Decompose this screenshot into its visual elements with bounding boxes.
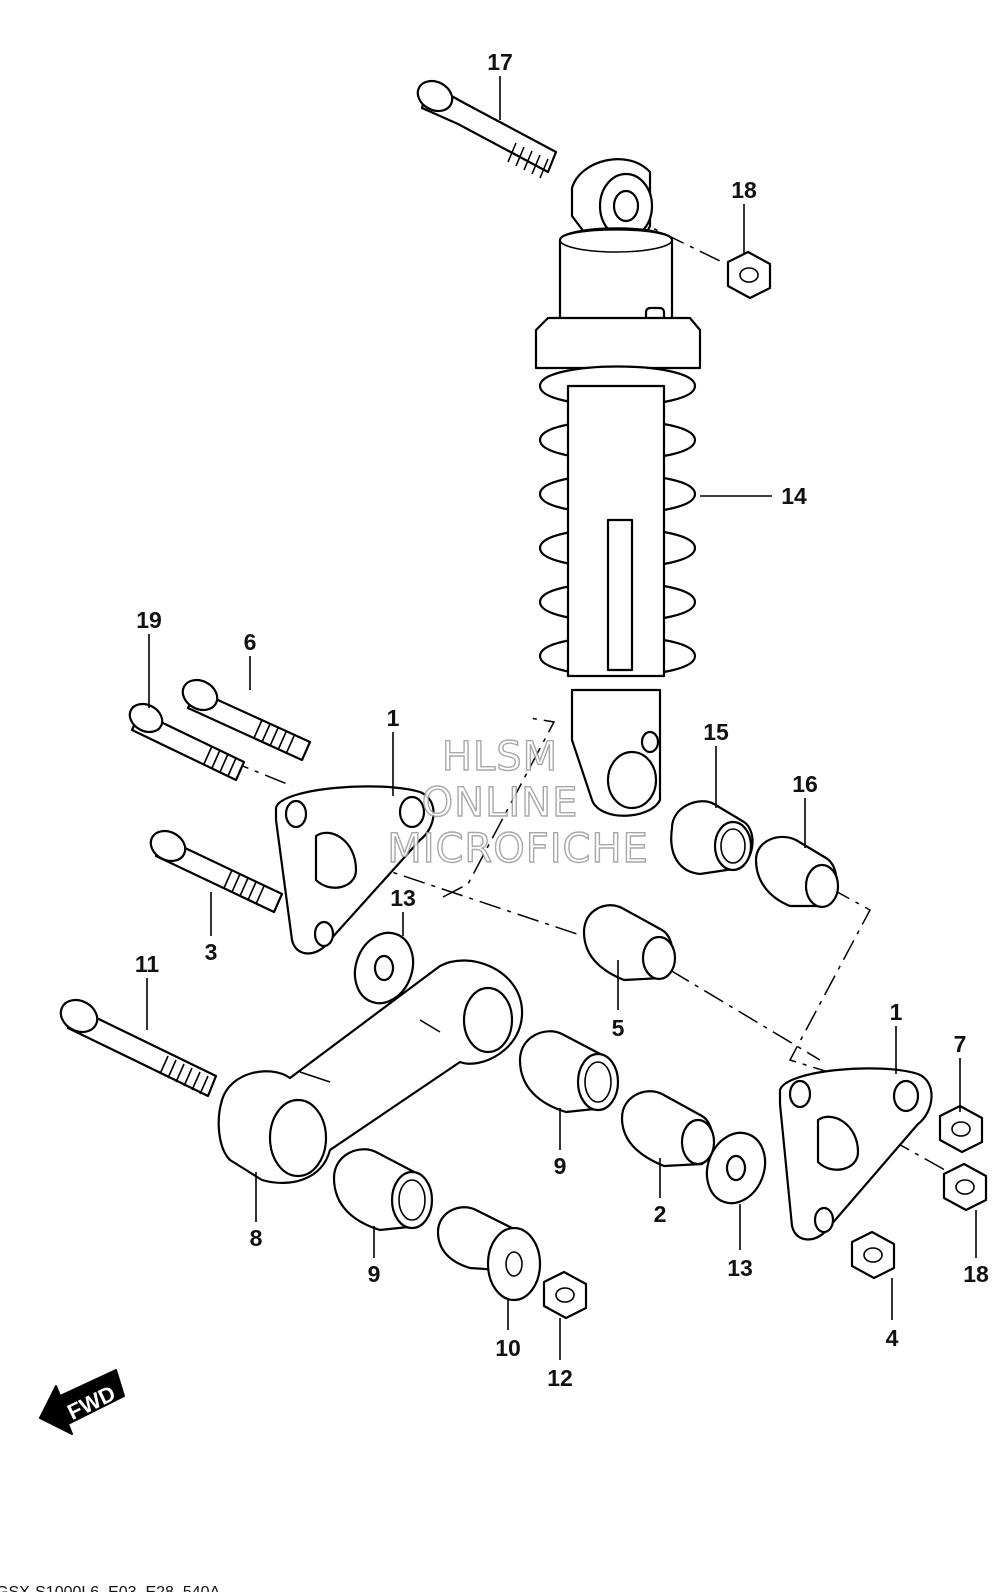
callout-leaders: [146, 76, 977, 1360]
callout-1-right: 1: [890, 999, 903, 1025]
callout-6: 6: [244, 629, 257, 655]
callout-17: 17: [487, 49, 513, 75]
part-12-nut: [542, 1270, 588, 1320]
callout-15: 15: [703, 719, 729, 745]
callout-2: 2: [654, 1201, 667, 1227]
callout-10: 10: [495, 1335, 521, 1361]
callout-12: 12: [547, 1365, 573, 1391]
callout-5: 5: [612, 1015, 625, 1041]
part-1-bracket-left: [274, 785, 435, 955]
part-9-bearing-upper: [518, 1030, 620, 1114]
watermark: HLSM ONLINE MICROFICHE: [386, 733, 649, 872]
part-15-bearing: [670, 800, 754, 876]
callout-11: 11: [135, 951, 160, 977]
part-8-link-rod: [217, 959, 524, 1184]
callout-18-top: 18: [731, 177, 757, 203]
part-3-bolt: [149, 829, 284, 914]
callout-9-lower: 9: [368, 1261, 381, 1287]
part-2-collar: [620, 1090, 716, 1168]
callout-14: 14: [781, 483, 807, 509]
callout-18-right: 18: [963, 1261, 989, 1287]
part-10-flanged-collar: [436, 1206, 542, 1302]
part-13-washer-lower: [705, 1131, 767, 1205]
fwd-arrow-icon: FWD: [39, 1369, 125, 1435]
callout-labels: 17 18 14 19 6 1 15 16 13 3 11 5 1 7 9 2 …: [135, 49, 989, 1391]
callout-8: 8: [250, 1225, 263, 1251]
watermark-line-1: HLSM: [442, 734, 558, 780]
part-13-washer-upper: [353, 931, 415, 1005]
watermark-line-3: MICROFICHE: [387, 826, 649, 872]
part-16-collar: [754, 835, 840, 909]
part-9-bearing-lower: [332, 1148, 434, 1232]
callout-7: 7: [954, 1031, 967, 1057]
callout-1-left: 1: [387, 705, 400, 731]
callout-3: 3: [205, 939, 218, 965]
callout-9-upper: 9: [554, 1153, 567, 1179]
diagram-code: GSX-S1000L6_E03_E28_540A: [0, 1584, 221, 1592]
part-4-nut: [850, 1230, 896, 1280]
part-18-nut-top: [726, 250, 772, 300]
part-14-rear-shock-absorber: [534, 158, 702, 817]
part-18-nut-right: [942, 1162, 988, 1212]
callout-13-upper: 13: [390, 885, 416, 911]
part-19-bolt: [128, 702, 246, 782]
callout-16: 16: [792, 771, 818, 797]
part-1-bracket-right: [778, 1067, 933, 1241]
callout-19: 19: [136, 607, 162, 633]
callout-4: 4: [886, 1325, 899, 1351]
callout-13-lower: 13: [727, 1255, 753, 1281]
part-6-bolt: [181, 678, 312, 762]
part-11-bolt: [59, 998, 218, 1098]
part-5-collar: [582, 904, 677, 982]
part-17-bolt: [416, 79, 558, 179]
watermark-line-2: ONLINE: [422, 780, 579, 826]
part-7-nut: [938, 1104, 984, 1154]
